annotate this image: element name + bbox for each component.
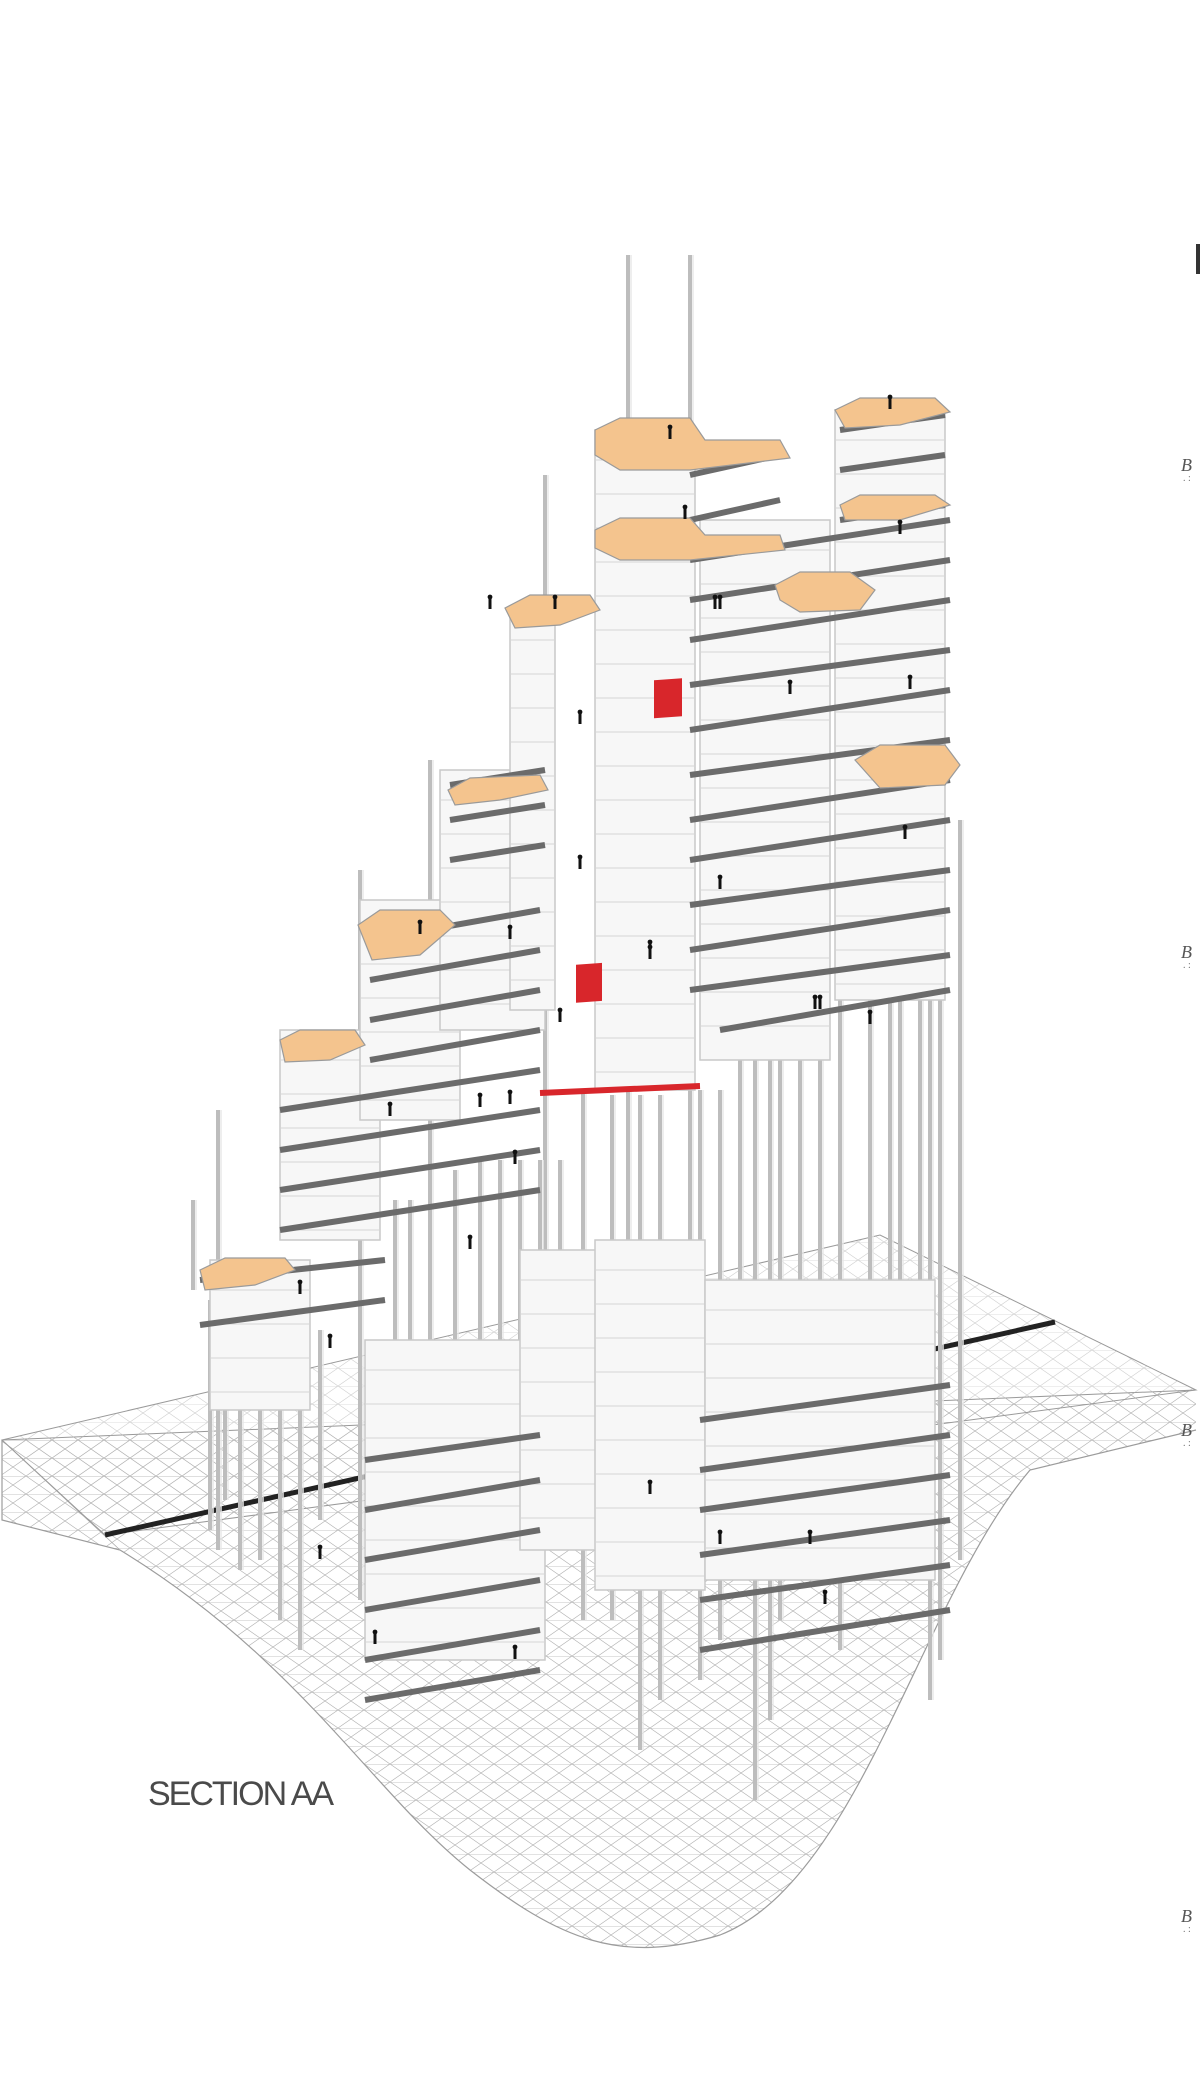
person-22-head (327, 1333, 333, 1339)
margin-mark-3: B. : (1181, 1420, 1192, 1449)
slab-19 (279, 1107, 541, 1153)
slab-38 (449, 842, 546, 863)
person-1-head (682, 504, 688, 510)
person-27-head (717, 1529, 723, 1535)
building-towers (209, 409, 946, 1661)
slab-12 (689, 952, 951, 993)
slab-11 (689, 907, 951, 953)
person-4-head (552, 594, 558, 600)
person-12-head (647, 939, 653, 945)
person-30-head (867, 1009, 873, 1015)
slab-1 (689, 497, 781, 523)
person-20-head (467, 1234, 473, 1240)
person-6-head (577, 709, 583, 715)
person-10-head (577, 854, 583, 860)
person-7-head (717, 594, 723, 600)
person-9-head (787, 679, 793, 685)
floor-plate-6 (504, 594, 601, 629)
person-24-head (372, 1629, 378, 1635)
edge-tick-mark (1196, 244, 1200, 274)
person-19-head (812, 994, 818, 1000)
slab-37 (449, 802, 546, 823)
slab-26 (364, 1527, 541, 1563)
slab-27 (364, 1577, 541, 1613)
person-28-head (822, 1589, 828, 1595)
person-35-head (907, 674, 913, 680)
person-5-head (487, 594, 493, 600)
slab-25 (364, 1477, 541, 1513)
margin-mark-4: B. : (1181, 1906, 1192, 1935)
person-11-head (717, 874, 723, 880)
slab-5 (689, 647, 951, 688)
red-highlight-elements (539, 678, 701, 1096)
floor-plate-3 (839, 494, 952, 521)
floor-plate-4 (774, 571, 876, 613)
person-8-head (902, 824, 908, 830)
floor-plate-2 (834, 397, 952, 429)
person-34-head (897, 519, 903, 525)
person-23-head (317, 1544, 323, 1550)
slab-31 (699, 1432, 951, 1473)
slab-20 (279, 1147, 541, 1193)
slab-40 (839, 452, 946, 473)
slab-33 (699, 1517, 951, 1558)
slab-30 (699, 1382, 951, 1423)
section-title: SECTION AA (148, 1775, 334, 1813)
red-elevator-cab-lower (576, 962, 602, 1003)
floor-plate-7 (447, 774, 549, 806)
floor-plate-0 (594, 417, 791, 471)
red-bridge-beam (539, 1083, 701, 1096)
person-29-head (807, 1529, 813, 1535)
slab-32 (699, 1472, 951, 1513)
orange-floor-plates (199, 397, 961, 1291)
person-33-head (507, 1089, 513, 1095)
slab-15 (369, 947, 541, 983)
floor-plate-8 (357, 909, 456, 961)
person-15-head (387, 1101, 393, 1107)
person-31-head (817, 994, 823, 1000)
slab-17 (369, 1027, 541, 1063)
tower-11 (704, 1279, 936, 1581)
tower-10 (594, 1239, 706, 1591)
slab-16 (369, 987, 541, 1023)
tower-8 (364, 1339, 546, 1661)
slab-6 (689, 687, 951, 733)
person-3-head (712, 594, 718, 600)
person-26-head (647, 1479, 653, 1485)
person-21-head (297, 1279, 303, 1285)
floor-plate-5 (854, 744, 961, 789)
floor-plate-1 (594, 517, 786, 561)
slab-24 (364, 1432, 541, 1463)
person-0-head (667, 424, 673, 430)
floor-plate-9 (279, 1029, 366, 1063)
person-18-head (647, 944, 653, 950)
person-25-head (512, 1644, 518, 1650)
person-32-head (512, 1149, 518, 1155)
person-17-head (557, 1007, 563, 1013)
person-16-head (477, 1092, 483, 1098)
slab-10 (689, 867, 951, 908)
slab-4 (689, 597, 951, 643)
slab-23 (199, 1297, 386, 1328)
people-figures (297, 394, 913, 1659)
slab-13 (719, 987, 951, 1033)
person-14-head (417, 919, 423, 925)
margin-mark-2: B. : (1181, 942, 1192, 971)
slab-18 (279, 1067, 541, 1113)
floor-plate-10 (199, 1257, 297, 1291)
person-2-head (887, 394, 893, 400)
slab-28 (364, 1627, 541, 1663)
slab-29 (364, 1667, 541, 1703)
slab-34 (699, 1562, 951, 1603)
person-13-head (507, 924, 513, 930)
margin-mark-1: B. : (1181, 455, 1192, 484)
red-elevator-cab-upper (654, 678, 682, 719)
slab-35 (699, 1607, 951, 1653)
slab-21 (279, 1187, 541, 1233)
